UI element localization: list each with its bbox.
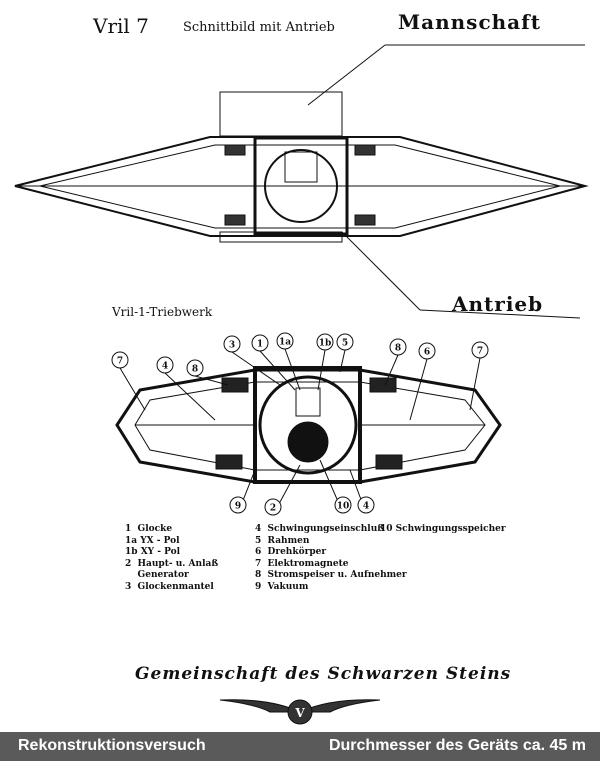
legend-item: 2 Haupt- u. Anlaß <box>125 558 219 569</box>
callout-leader <box>284 348 301 391</box>
callout-circle <box>389 338 407 356</box>
callout-circle <box>336 333 354 351</box>
page-title: Vril 7 <box>93 14 149 38</box>
footer-bar: Rekonstruktionsversuch Durchmesser des G… <box>0 732 600 761</box>
callout-label: 1a <box>279 338 291 348</box>
label-mannschaft: Mannschaft <box>398 10 541 34</box>
legend-item: 1a YX - Pol <box>125 535 180 546</box>
callout-label: 7 <box>477 347 483 357</box>
legend-item: 7 Elektromagnete <box>255 558 349 569</box>
legend-item: 8 Stromspeiser u. Aufnehmer <box>255 570 407 580</box>
callout-label: 2 <box>270 504 276 514</box>
callout-circle <box>229 496 247 514</box>
callout-circle <box>418 342 436 360</box>
subtitle: Schnittbild mit Antrieb <box>183 20 335 35</box>
callout-circle <box>223 335 241 353</box>
callout-label: 1 <box>257 340 263 350</box>
callout-leader <box>339 349 346 373</box>
svg-text:V: V <box>294 706 305 720</box>
callout-label: 1b <box>319 339 332 349</box>
callout-leader <box>119 367 146 411</box>
callout-label: 7 <box>117 357 123 367</box>
legend-item: 6 Drehkörper <box>255 547 327 557</box>
legend-item: 9 Vakuum <box>255 581 309 592</box>
callout-label: 8 <box>395 344 401 354</box>
callout-leader <box>194 375 229 386</box>
callout-circle <box>471 341 489 359</box>
legend-item: 1 Glocke <box>125 524 173 534</box>
callout-leader <box>231 351 281 386</box>
engine-view: 7 4 8 3 1 1a 1b 5 8 6 7 9 2 10 4 <box>111 332 502 516</box>
legend-item: Generator <box>125 570 189 580</box>
callout-leader <box>164 372 216 421</box>
callout-circle <box>264 498 282 516</box>
top-section-view <box>14 44 589 319</box>
callout-circle <box>276 332 294 350</box>
footer-right: Durchmesser des Geräts ca. 45 m <box>328 737 586 754</box>
callout-leader <box>317 349 326 391</box>
legend-item: 5 Rahmen <box>255 535 310 546</box>
callout-label: 4 <box>363 502 369 512</box>
legend-item: 1b XY - Pol <box>125 547 181 557</box>
callout-label: 5 <box>342 339 348 349</box>
footer-left: Rekonstruktionsversuch <box>18 737 206 754</box>
callout-circle <box>251 334 269 352</box>
callout-leader <box>259 350 296 391</box>
callout-label: 4 <box>162 362 168 372</box>
callout-circle <box>316 333 334 351</box>
society-name: Gemeinschaft des Schwarzen Steins <box>135 664 512 684</box>
callout-leader <box>409 358 428 421</box>
legend-item: 4 Schwingungseinschluß <box>255 524 385 534</box>
callout-circle <box>334 496 352 514</box>
callout-circle <box>111 351 129 369</box>
callout-label: 6 <box>424 348 430 358</box>
callout-label: 10 <box>337 502 350 512</box>
label-antrieb: Antrieb <box>452 292 544 316</box>
engine-title: Vril-1-Triebwerk <box>112 305 213 319</box>
callout-circle <box>156 356 174 374</box>
callout-label: 8 <box>192 365 198 375</box>
callout-circle <box>186 359 204 377</box>
callout-leader <box>384 354 399 386</box>
callout-label: 9 <box>235 502 241 512</box>
callout-label: 3 <box>229 341 235 351</box>
society-emblem: V <box>219 699 381 725</box>
callout-leader <box>469 357 481 411</box>
legend-item: 10 Schwingungsspeicher <box>380 524 506 534</box>
legend-item: 3 Glockenmantel <box>125 581 214 592</box>
callout-circle <box>357 496 375 514</box>
